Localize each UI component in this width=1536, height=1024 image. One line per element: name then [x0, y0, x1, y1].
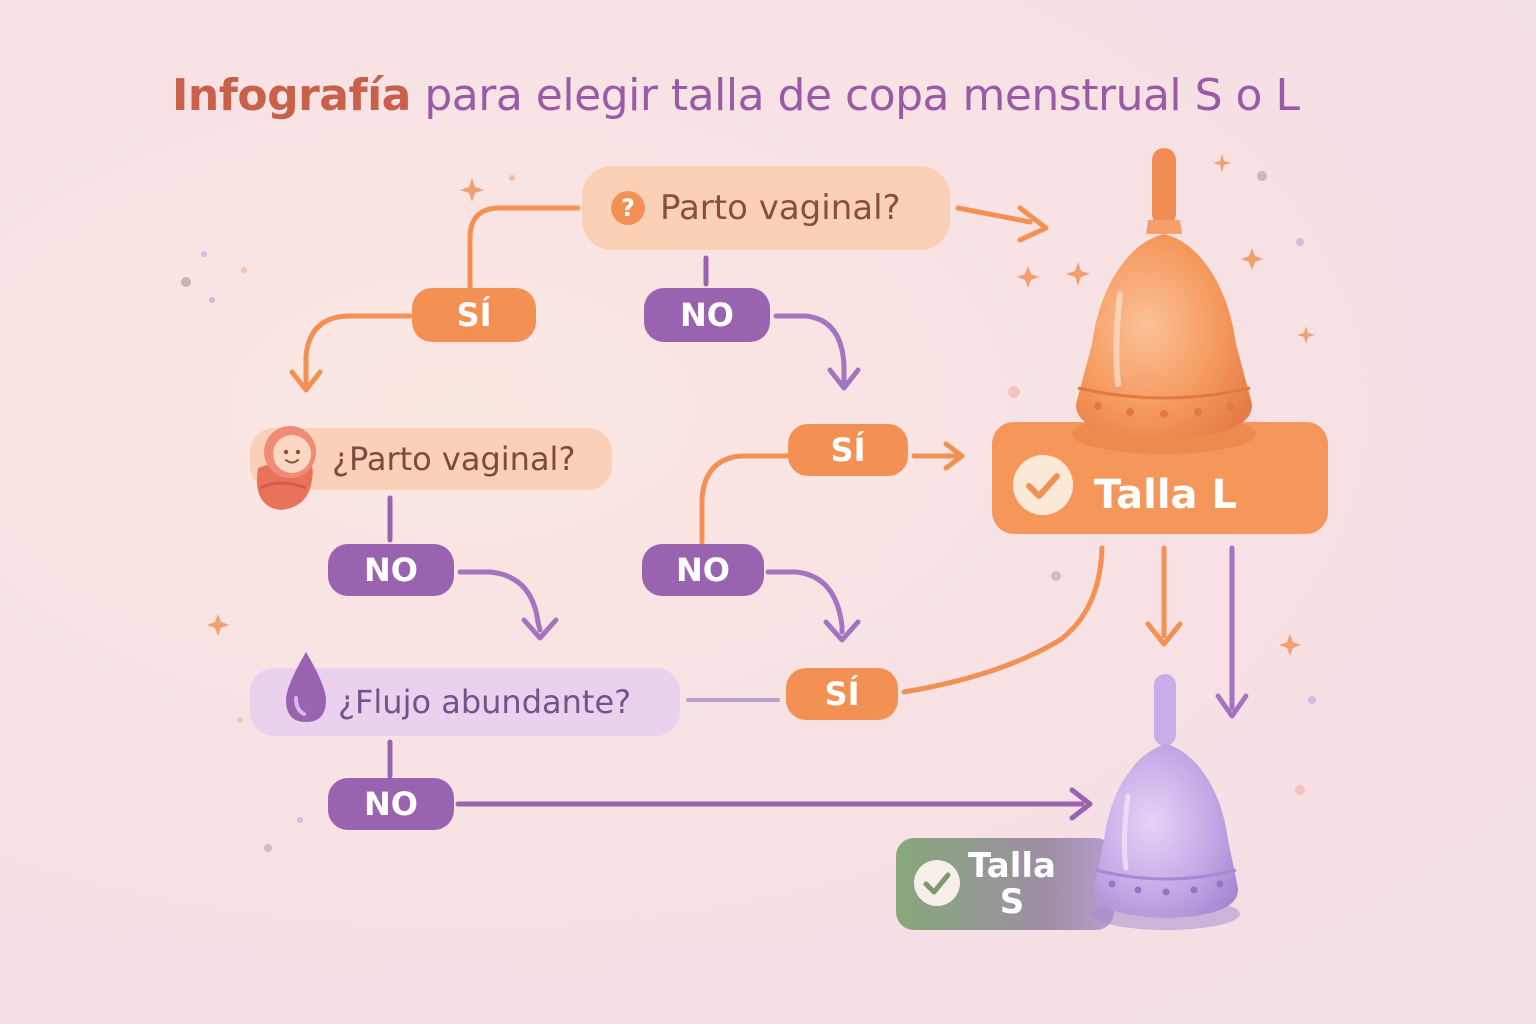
svg-text:?: ?	[621, 194, 635, 222]
menstrual-cup-orange	[1072, 148, 1256, 454]
result-talla-s: Talla S	[896, 838, 1114, 930]
confetti-dots	[181, 171, 1316, 852]
result-small-line1: Talla	[967, 846, 1056, 886]
result-talla-l: Talla L	[992, 422, 1328, 534]
answer-no-1: NO	[644, 288, 770, 342]
sparkle-icon	[207, 154, 1315, 656]
check-icon	[1013, 455, 1073, 515]
question-icon: ?	[611, 191, 645, 225]
baby-icon	[256, 426, 316, 510]
answer-no-3: NO	[642, 544, 764, 596]
check-icon	[914, 860, 960, 906]
question-node-1: ? Parto vaginal?	[582, 166, 950, 250]
answer-no-4: NO	[328, 778, 454, 830]
result-large-label: Talla L	[1094, 472, 1237, 518]
result-small-line2: S	[999, 882, 1025, 922]
question-3-label: ¿Flujo abundante?	[338, 683, 632, 721]
answer-si-2: SÍ	[788, 424, 908, 476]
drop-icon	[286, 652, 326, 722]
answer-si-3: SÍ	[786, 668, 898, 720]
page-title: Infografía para elegir talla de copa men…	[172, 70, 1300, 121]
answer-no-2: NO	[328, 544, 454, 596]
menstrual-cup-purple	[1092, 674, 1240, 930]
answer-si-1: SÍ	[412, 288, 536, 342]
title-rest: para elegir talla de copa menstrual S o …	[424, 70, 1300, 121]
question-1-label: Parto vaginal?	[660, 188, 901, 228]
question-2-label: ¿Parto vaginal?	[332, 440, 576, 478]
title-emphasis: Infografía	[172, 70, 411, 121]
